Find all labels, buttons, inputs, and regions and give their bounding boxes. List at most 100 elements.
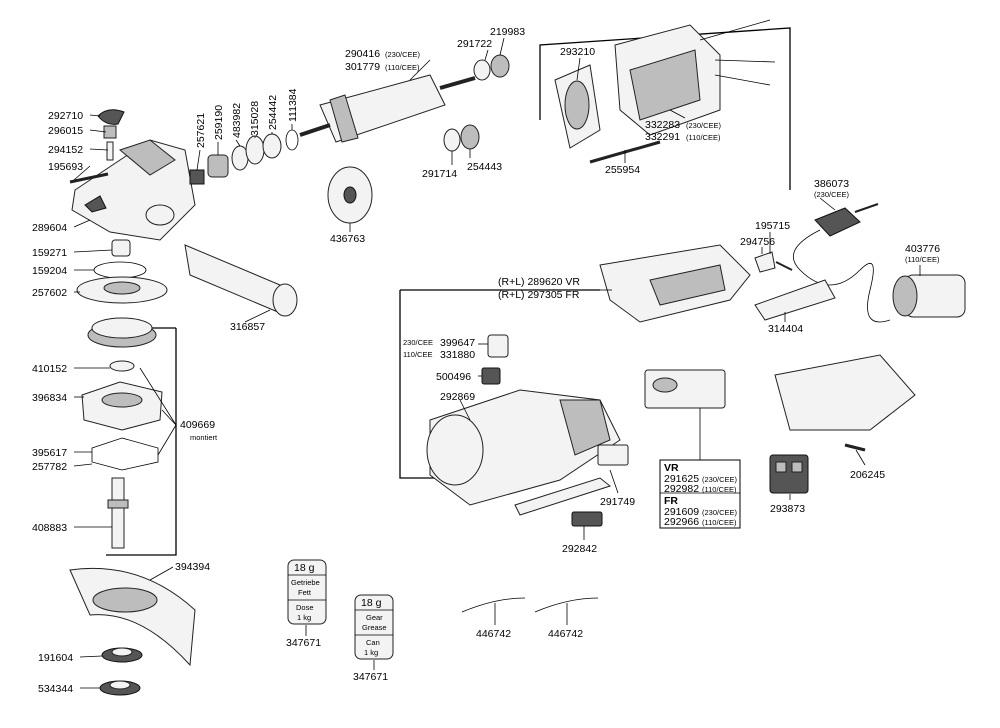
- spindle-408883: [107, 477, 129, 549]
- gear-train-parts: [189, 129, 299, 185]
- motor-housing-292869: [426, 389, 621, 506]
- screw-195693: [69, 172, 109, 184]
- label-191604: 191604: [38, 652, 73, 664]
- spindle-lock-button: [97, 109, 125, 161]
- side-handle-316857: [184, 244, 298, 317]
- guard-394394: [69, 567, 196, 667]
- cord-386073: [793, 203, 891, 323]
- label-395617: 395617: [32, 447, 67, 459]
- label-195693: 195693: [48, 161, 83, 173]
- label-fr1-note: (230/CEE): [702, 508, 738, 517]
- clamp-plate-395617: [91, 437, 159, 471]
- bearing-flange-257602: [76, 276, 168, 304]
- label-534344: 534344: [38, 683, 73, 695]
- variant-box: [659, 459, 741, 529]
- label-403776: 403776: [905, 243, 940, 255]
- label-386073-note: (230/CEE): [814, 190, 850, 199]
- label-291749: 291749: [600, 496, 635, 508]
- label-409669: 409669: [180, 419, 215, 431]
- can2-line3: Can: [366, 638, 380, 647]
- baffle-293210: [554, 64, 601, 149]
- label-347671-a: 347671: [286, 637, 321, 649]
- label-vr: VR: [664, 462, 679, 474]
- label-montiert: montiert: [190, 433, 218, 442]
- label-195715: 195715: [755, 220, 790, 232]
- label-331880: 331880: [440, 349, 475, 361]
- label-159271: 159271: [32, 247, 67, 259]
- grease-can-en: [354, 594, 394, 660]
- can2-line1: Gear: [366, 613, 383, 622]
- needle-bearing-159271: [111, 239, 131, 257]
- can2-weight: 18 g: [361, 597, 382, 609]
- label-290416: 290416: [345, 48, 380, 60]
- label-293210: 293210: [560, 46, 595, 58]
- label-396834: 396834: [32, 392, 67, 404]
- grease-can-de: [287, 559, 327, 625]
- label-294152: 294152: [48, 144, 83, 156]
- bevel-gear: [87, 317, 157, 348]
- label-399647: 399647: [440, 337, 475, 349]
- label-fr1: 291609: [664, 506, 699, 518]
- label-331880-note: 110/CEE: [403, 350, 432, 359]
- label-297305: (R+L) 297305 FR: [498, 289, 580, 301]
- label-332283: 332283: [645, 119, 680, 131]
- label-290416-note: (230/CEE): [385, 50, 421, 59]
- label-301779: 301779: [345, 61, 380, 73]
- slide-switch-292842: [571, 511, 603, 527]
- label-289620: (R+L) 289620 VR: [498, 276, 580, 288]
- label-347671-b: 347671: [353, 671, 388, 683]
- label-159204: 159204: [32, 265, 67, 277]
- label-500496: 500496: [436, 371, 471, 383]
- label-296015: 296015: [48, 125, 83, 137]
- label-315028: 315028: [249, 101, 261, 136]
- label-316857: 316857: [230, 321, 265, 333]
- label-483982: 483982: [231, 103, 243, 138]
- label-291722: 291722: [457, 38, 492, 50]
- label-314404: 314404: [768, 323, 803, 335]
- clamping-nut-534344: [99, 680, 141, 696]
- label-111384: 111384: [287, 88, 299, 122]
- label-292869: 292869: [440, 391, 475, 403]
- label-fr2-note: (110/CEE): [702, 518, 737, 527]
- label-399647-note: 230/CEE: [403, 338, 433, 347]
- plug-403776: [892, 274, 966, 318]
- label-257602: 257602: [32, 287, 67, 299]
- label-301779-note: (110/CEE): [385, 63, 420, 72]
- cover-plate-206245: [774, 354, 916, 452]
- label-vr2: 292982: [664, 483, 699, 495]
- label-403776-note: (110/CEE): [905, 255, 940, 264]
- label-206245: 206245: [850, 469, 885, 481]
- label-255954: 255954: [605, 164, 640, 176]
- label-446742-b: 446742: [548, 628, 583, 640]
- part-labels: 292710 296015 294152 195693 289604 15927…: [32, 26, 940, 695]
- label-292842: 292842: [562, 543, 597, 555]
- flange-nut-191604: [101, 647, 143, 663]
- label-446742-a: 446742: [476, 628, 511, 640]
- armature-290416: [299, 74, 476, 143]
- switch-293873: [769, 454, 809, 494]
- rear-cover-289620: [599, 244, 751, 323]
- label-219983: 219983: [490, 26, 525, 38]
- o-ring-159204: [93, 261, 147, 279]
- label-254443: 254443: [467, 161, 502, 173]
- leader-lines: [73, 37, 921, 689]
- can2-line4: 1 kg: [364, 648, 378, 657]
- brush-holder-399647: [487, 334, 509, 358]
- clamp-294756: [754, 251, 793, 273]
- electronics-module: [644, 369, 726, 409]
- can1-line2: Fett: [298, 588, 312, 597]
- fan-436763: [327, 166, 373, 224]
- label-289604: 289604: [32, 222, 67, 234]
- label-257621: 257621: [195, 113, 207, 148]
- label-259190: 259190: [213, 105, 225, 140]
- label-293873: 293873: [770, 503, 805, 515]
- label-386073: 386073: [814, 178, 849, 190]
- label-410152: 410152: [32, 363, 67, 375]
- can2-line2: Grease: [362, 623, 387, 632]
- switch-rod-291749: [514, 444, 629, 516]
- label-332291-note: (110/CEE): [686, 133, 721, 142]
- label-408883: 408883: [32, 522, 67, 534]
- ring-410152: [109, 360, 135, 372]
